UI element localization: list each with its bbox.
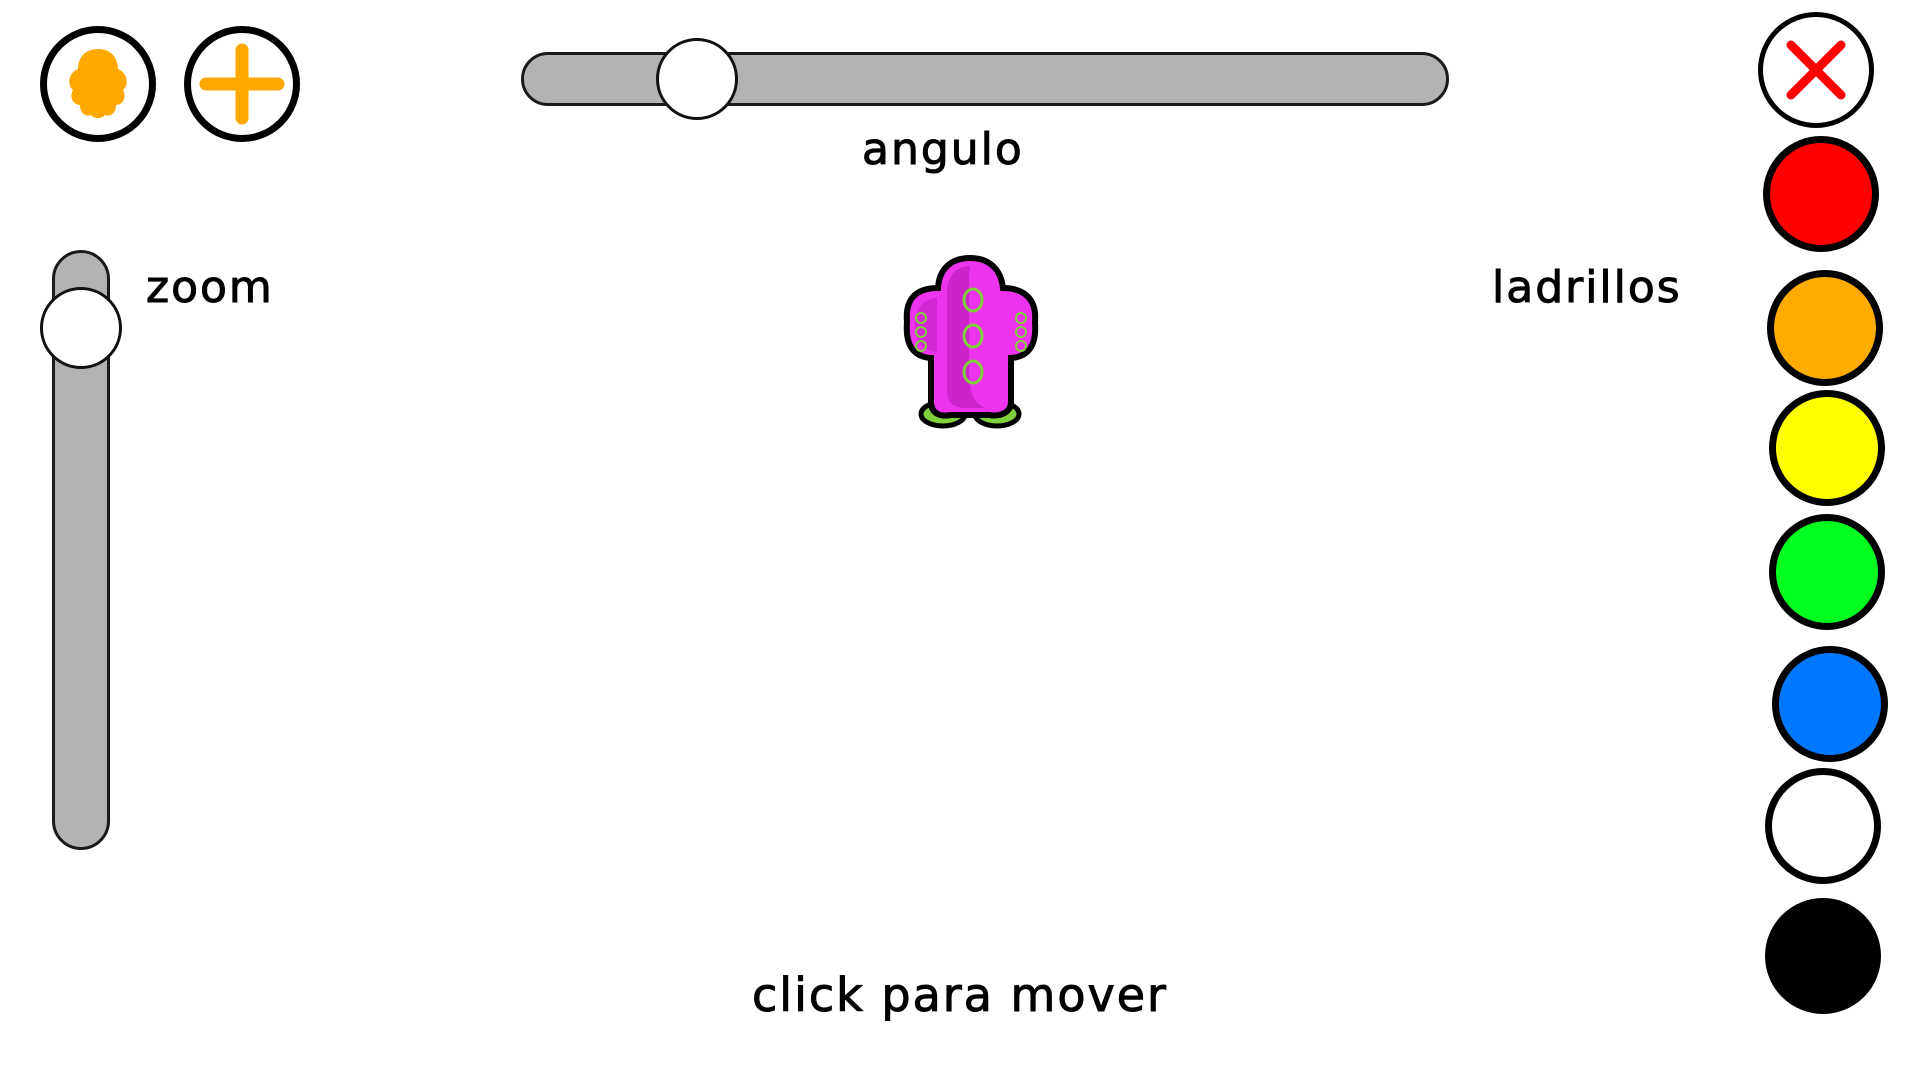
zoom-slider-knob[interactable] xyxy=(40,287,122,369)
move-hint-text: click para mover xyxy=(752,968,1168,1023)
color-swatch-blue[interactable] xyxy=(1772,646,1888,762)
zoom-label: zoom xyxy=(146,262,274,314)
bricks-label: ladrillos xyxy=(1492,262,1682,314)
angle-label: angulo xyxy=(862,124,1024,176)
character-sprite xyxy=(903,254,1039,429)
color-swatch-black[interactable] xyxy=(1765,898,1881,1014)
blob-character-icon xyxy=(69,49,127,118)
close-button[interactable] xyxy=(1758,12,1874,128)
color-swatch-orange[interactable] xyxy=(1767,270,1883,386)
add-button[interactable] xyxy=(184,26,300,142)
character-button[interactable] xyxy=(40,26,156,142)
color-swatch-red[interactable] xyxy=(1763,136,1879,252)
angle-slider-knob[interactable] xyxy=(656,38,739,120)
color-swatch-white[interactable] xyxy=(1765,768,1881,884)
close-x-icon xyxy=(1786,40,1846,100)
color-swatch-yellow[interactable] xyxy=(1769,390,1885,506)
plus-icon xyxy=(199,43,285,125)
color-swatch-green[interactable] xyxy=(1769,514,1885,630)
